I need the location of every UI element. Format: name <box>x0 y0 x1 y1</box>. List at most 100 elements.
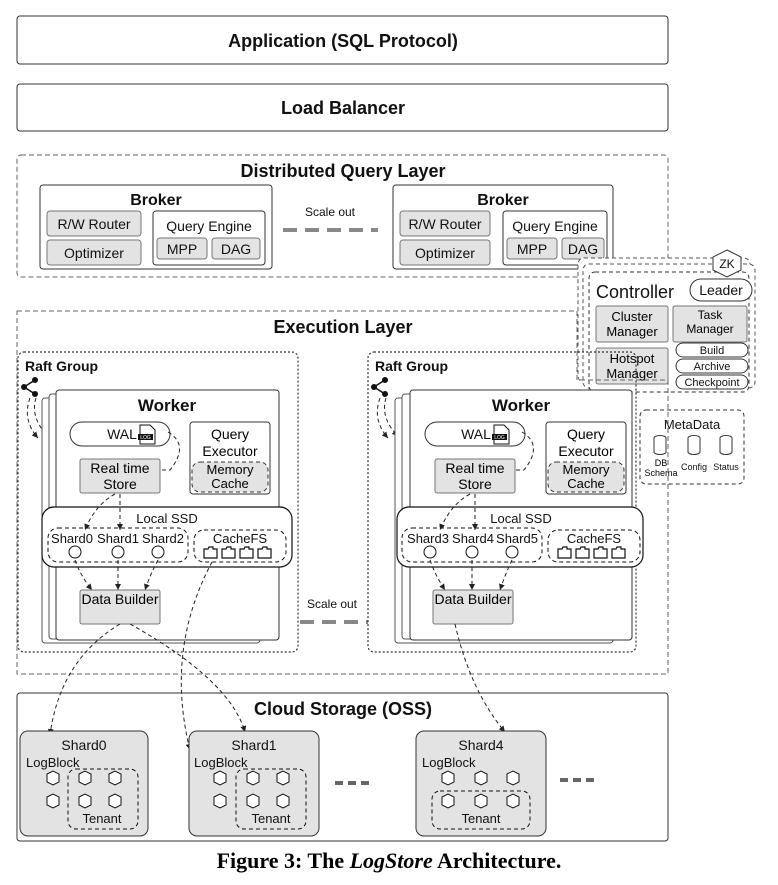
metadata-panel: MetaData DB Schema Config Status <box>639 409 745 485</box>
metadata-item: Status <box>713 462 739 472</box>
realtime-store-label: Real time Store <box>445 460 505 492</box>
cachefs-label: CacheFS <box>567 531 622 546</box>
folder-icon <box>221 546 236 559</box>
worker-title: Worker <box>138 396 197 415</box>
dag-label: DAG <box>221 241 251 257</box>
broker-label: Broker <box>130 192 182 209</box>
shard-node <box>111 545 125 559</box>
folder-icon <box>575 546 590 559</box>
folder-icon <box>611 546 626 559</box>
controller-panel: ZK Controller Leader Cluster Manager Tas… <box>577 249 756 393</box>
mpp-label: MPP <box>167 241 197 257</box>
folder-icon <box>203 546 218 559</box>
broker-left: Broker R/W Router Optimizer Query Engine… <box>39 184 273 270</box>
oss-shard-1: Shard1 LogBlock Tenant <box>188 730 320 837</box>
cloud-storage-title: Cloud Storage (OSS) <box>254 699 432 719</box>
database-icon <box>719 435 733 455</box>
zk-label: ZK <box>719 257 734 271</box>
zk-icon <box>712 249 742 278</box>
shard-node <box>505 545 519 559</box>
query-scale-out-label: Scale out <box>305 205 356 219</box>
memory-cache-label: Memory Cache <box>562 462 610 491</box>
log-tag: LOG <box>140 435 151 441</box>
shard-label: Shard5 <box>496 531 538 546</box>
query-engine-label: Query Engine <box>166 218 252 234</box>
metadata-item: Config <box>681 462 707 472</box>
oss-shard-4: Shard4 LogBlock Tenant <box>415 730 547 837</box>
optimizer-label: Optimizer <box>64 245 124 261</box>
oss-shard-0: Shard0 LogBlock Tenant <box>19 730 149 837</box>
folder-icon <box>239 546 254 559</box>
leader-label: Leader <box>699 282 743 298</box>
rw-router-label: R/W Router <box>408 216 481 232</box>
raft-group-left: Raft Group Worker WAL LOG Query Executor… <box>17 351 299 653</box>
shard-label: Shard1 <box>97 531 139 546</box>
metadata-title: MetaData <box>664 417 721 432</box>
query-engine-label: Query Engine <box>512 218 598 234</box>
shard-label: Shard2 <box>142 531 184 546</box>
query-executor-label: Query Executor <box>202 426 258 459</box>
share-icon <box>21 377 38 397</box>
local-ssd-label: Local SSD <box>490 511 551 526</box>
figure-caption: Figure 3: The LogStore Architecture. <box>0 848 778 874</box>
query-layer-title: Distributed Query Layer <box>240 161 445 181</box>
logblock-label: LogBlock <box>26 755 80 770</box>
folder-icon <box>257 546 272 559</box>
tenant-label: Tenant <box>461 811 500 826</box>
shard-node <box>68 545 82 559</box>
caption-name: LogStore <box>349 848 433 873</box>
broker-right: Broker R/W Router Optimizer Query Engine… <box>392 184 614 270</box>
shard-label: Shard4 <box>452 531 494 546</box>
broker-label: Broker <box>477 192 529 209</box>
build-label: Build <box>700 345 724 357</box>
oss-shard-label: Shard1 <box>231 737 276 753</box>
local-ssd-label: Local SSD <box>136 511 197 526</box>
hotspot-manager-label: Hotspot Manager <box>606 351 658 381</box>
query-executor-label: Query Executor <box>558 426 614 459</box>
realtime-store-label: Real time Store <box>90 460 150 492</box>
mpp-label: MPP <box>517 241 547 257</box>
logblock-label: LogBlock <box>422 755 476 770</box>
optimizer-label: Optimizer <box>415 245 475 261</box>
task-manager-label: Task Manager <box>686 308 734 336</box>
shard-label: Shard3 <box>407 531 449 546</box>
worker-title: Worker <box>492 396 551 415</box>
exec-scale-out-label: Scale out <box>307 597 358 611</box>
data-builder-label: Data Builder <box>434 591 512 607</box>
load-balancer-label: Load Balancer <box>281 98 405 118</box>
metadata-item: DB Schema <box>644 458 678 478</box>
query-layer-frame <box>16 154 669 278</box>
tenant-label: Tenant <box>82 811 121 826</box>
wal-label: WAL <box>107 426 137 442</box>
database-icon <box>687 435 701 455</box>
log-tag: LOG <box>494 435 505 441</box>
raft-group-label: Raft Group <box>375 358 448 374</box>
share-icon <box>371 377 388 397</box>
oss-shard-label: Shard0 <box>61 737 106 753</box>
logblock-label: LogBlock <box>194 755 248 770</box>
cluster-manager-label: Cluster Manager <box>606 309 658 339</box>
application-label: Application (SQL Protocol) <box>228 31 458 51</box>
dag-label: DAG <box>568 241 598 257</box>
rw-router-label: R/W Router <box>57 216 130 232</box>
raft-group-label: Raft Group <box>25 358 98 374</box>
shard-node <box>465 545 479 559</box>
shard-label: Shard0 <box>51 531 93 546</box>
application-box <box>16 15 669 65</box>
caption-suffix: Architecture. <box>432 848 562 873</box>
oss-shard-label: Shard4 <box>458 737 503 753</box>
shard-node <box>423 545 437 559</box>
folder-icon <box>557 546 572 559</box>
load-balancer-box <box>16 83 669 132</box>
folder-icon <box>593 546 608 559</box>
controller-title: Controller <box>596 282 674 302</box>
cachefs-label: CacheFS <box>213 531 268 546</box>
raft-group-right: Raft Group Worker WAL LOG Query Executor… <box>367 351 644 653</box>
log-file-icon: LOG <box>492 424 510 445</box>
log-file-icon: LOG <box>138 424 156 445</box>
wal-label: WAL <box>461 426 491 442</box>
execution-layer-frame <box>16 310 669 675</box>
caption-prefix: Figure 3: The <box>216 848 350 873</box>
memory-cache-label: Memory Cache <box>206 462 254 491</box>
tenant-label: Tenant <box>251 811 290 826</box>
